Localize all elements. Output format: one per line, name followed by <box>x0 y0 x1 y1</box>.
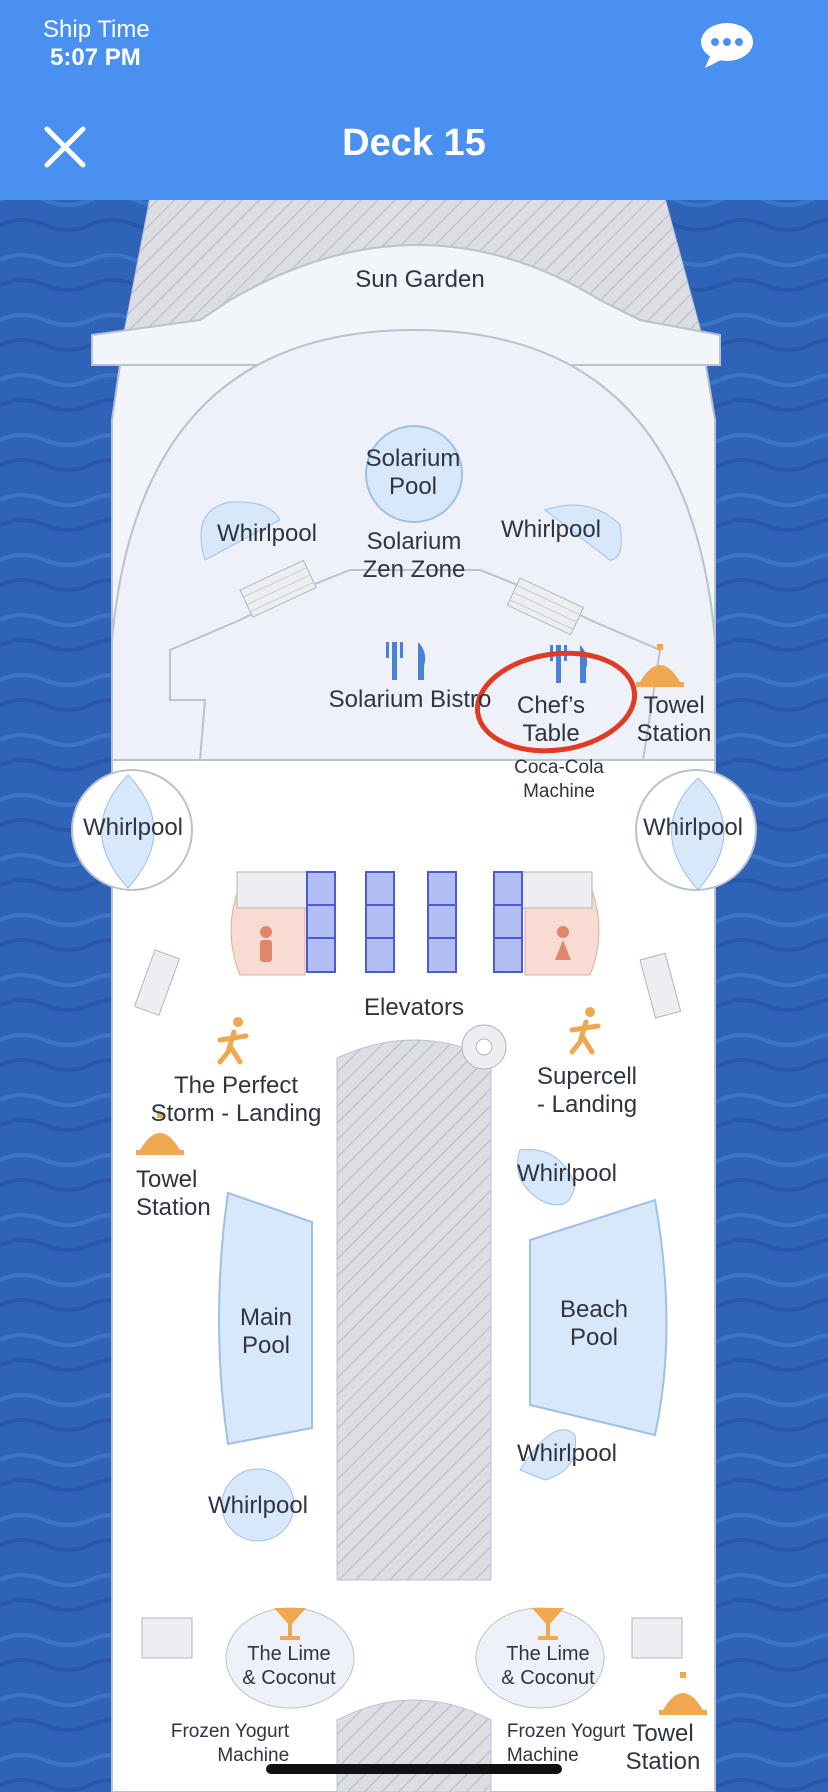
main-pool-shape <box>218 1191 313 1446</box>
whirlpool-right-lower <box>519 1429 577 1481</box>
fork-knife-icon-bistro <box>386 642 426 680</box>
elevator-bank <box>306 871 523 973</box>
label-whirlpool-top-right[interactable]: Whirlpool <box>500 516 602 543</box>
label-whirlpool-right-bulge[interactable]: Whirlpool <box>642 814 744 841</box>
whirlpool-right-bulge <box>671 777 725 891</box>
chefs-table-highlight <box>474 650 638 754</box>
towel-station-icon-bottom <box>659 1672 707 1715</box>
supercell-figure-icon <box>569 1007 601 1055</box>
solarium-pool-shape <box>365 425 463 523</box>
label-lime-coconut-right[interactable]: The Lime & Coconut <box>501 1643 595 1689</box>
stairs-left <box>236 871 308 909</box>
whirlpool-left-bulge <box>101 774 155 889</box>
header: Ship Time 5:07 PM Deck 15 <box>0 0 828 200</box>
label-solarium-pool[interactable]: Solarium Pool <box>365 445 461 500</box>
label-perfect-storm-landing[interactable]: The Perfect Storm - Landing <box>150 1072 322 1127</box>
label-towel-station-left[interactable]: Towel Station <box>136 1166 211 1221</box>
deck-plan <box>0 200 828 1792</box>
perfect-storm-figure-icon <box>217 1017 249 1065</box>
stairs-right-side <box>639 952 682 1019</box>
towel-station-icon-left <box>136 1112 184 1155</box>
close-icon <box>44 126 86 168</box>
close-button[interactable] <box>40 122 90 172</box>
label-frozen-yogurt-left[interactable]: Frozen Yogurt Machine <box>170 1721 290 1766</box>
page-title: Deck 15 <box>342 122 486 164</box>
ship-time-label: Ship Time <box>43 16 150 43</box>
label-beach-pool[interactable]: Beach Pool <box>559 1296 629 1351</box>
label-solarium-zen-zone[interactable]: Solarium Zen Zone <box>362 528 466 583</box>
stairs-left-side <box>133 949 181 1016</box>
whirlpool-top-left <box>200 501 281 561</box>
label-supercell-landing[interactable]: Supercell - Landing <box>536 1063 638 1118</box>
label-whirlpool-right-lower[interactable]: Whirlpool <box>516 1440 618 1467</box>
label-whirlpool-left-bulge[interactable]: Whirlpool <box>82 814 184 841</box>
cocktail-icon-right <box>532 1608 564 1640</box>
whirlpool-top-right <box>543 504 622 561</box>
stairs-lower-right <box>631 1617 683 1659</box>
label-chefs-table[interactable]: Chef’s Table <box>516 692 586 747</box>
label-whirlpool-top-left[interactable]: Whirlpool <box>216 520 318 547</box>
sun-garden-area <box>91 244 721 366</box>
chat-button[interactable] <box>697 20 757 70</box>
label-lime-coconut-left[interactable]: The Lime & Coconut <box>242 1643 336 1689</box>
label-whirlpool-right-upper[interactable]: Whirlpool <box>516 1160 618 1187</box>
stairs-lower-left <box>141 1617 193 1659</box>
label-solarium-bistro[interactable]: Solarium Bistro <box>328 686 492 713</box>
stairs-right <box>521 871 593 909</box>
label-main-pool[interactable]: Main Pool <box>239 1304 293 1359</box>
steps-right-upper <box>506 577 585 636</box>
whirlpool-right-upper <box>517 1148 576 1206</box>
beach-pool-shape <box>529 1198 668 1437</box>
chat-bubble-icon <box>701 23 753 68</box>
deck-map[interactable]: Sun Garden Solarium Pool Whirlpool Whirl… <box>0 200 828 1792</box>
cocktail-icon-left <box>274 1608 306 1640</box>
towel-station-icon-top <box>636 644 684 687</box>
ship-time-value: 5:07 PM <box>50 44 141 71</box>
spiral-stair <box>461 1024 507 1070</box>
women-restroom-icon <box>555 926 571 960</box>
steps-left-upper <box>239 559 317 618</box>
central-structure-lower <box>336 1699 492 1792</box>
home-indicator[interactable] <box>266 1764 562 1774</box>
central-structure <box>336 1039 492 1581</box>
whirlpool-left-lower-shape <box>221 1468 295 1542</box>
label-sun-garden: Sun Garden <box>355 266 485 293</box>
label-towel-station-top[interactable]: Towel Station <box>636 692 712 747</box>
label-whirlpool-left-lower[interactable]: Whirlpool <box>207 1492 309 1519</box>
label-frozen-yogurt-right[interactable]: Frozen Yogurt Machine <box>506 1721 626 1766</box>
label-towel-station-bottom[interactable]: Towel Station <box>625 1720 701 1775</box>
label-elevators[interactable]: Elevators <box>363 994 465 1021</box>
men-restroom-icon <box>260 926 272 962</box>
label-coca-cola-machine[interactable]: Coca-Cola Machine <box>514 757 604 802</box>
